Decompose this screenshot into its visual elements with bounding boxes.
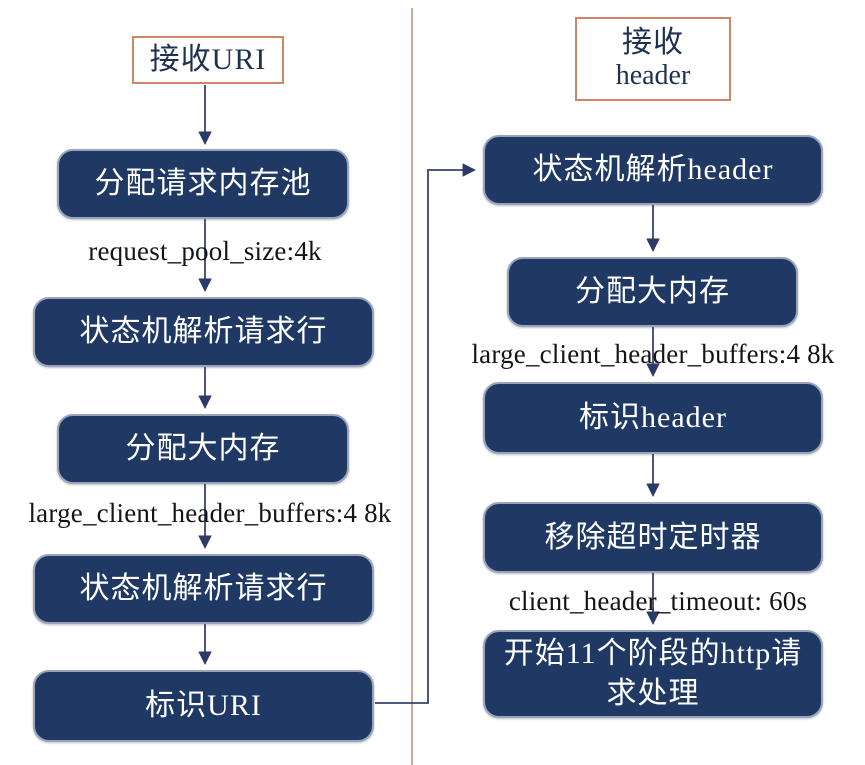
node-parse-header: 状态机解析header <box>483 135 823 205</box>
node-start-11-phases: 开始11个阶段的http请求处理 <box>483 630 823 718</box>
node-label: 开始11个阶段的http请求处理 <box>503 637 803 710</box>
node-label: 分配大内存 <box>575 275 730 309</box>
node-mark-header: 标识header <box>483 382 823 454</box>
node-alloc-large-memory-right: 分配大内存 <box>507 257 798 327</box>
annotation-request-pool-size: request_pool_size:4k <box>88 236 322 266</box>
annotation-client-header-timeout: client_header_timeout: 60s <box>508 586 808 616</box>
terminal-receive-header-line2: header <box>615 60 691 92</box>
node-remove-timeout-timer: 移除超时定时器 <box>483 502 823 573</box>
terminal-receive-header: 接收 header <box>575 17 731 101</box>
node-label: 标识header <box>579 401 727 435</box>
terminal-receive-uri: 接收URI <box>132 36 284 84</box>
node-label: 分配请求内存池 <box>94 167 312 201</box>
terminal-receive-header-line1: 接收 <box>622 25 684 59</box>
node-parse-request-line-2: 状态机解析请求行 <box>33 554 374 624</box>
node-parse-request-line-1: 状态机解析请求行 <box>33 297 374 367</box>
node-label: 移除超时定时器 <box>544 520 762 554</box>
column-divider <box>411 8 413 765</box>
node-label: 状态机解析请求行 <box>79 315 328 349</box>
annotation-large-client-header-buffers-right: large_client_header_buffers:4 8k <box>471 339 835 369</box>
node-label: 状态机解析header <box>532 153 774 187</box>
node-alloc-large-memory-left: 分配大内存 <box>57 414 349 484</box>
node-label: 分配大内存 <box>125 432 281 466</box>
node-alloc-request-pool: 分配请求内存池 <box>57 149 349 219</box>
node-mark-uri: 标识URI <box>33 670 374 742</box>
terminal-receive-uri-label: 接收URI <box>149 42 267 76</box>
node-label: 状态机解析请求行 <box>79 572 328 606</box>
node-label: 标识URI <box>145 689 262 723</box>
annotation-large-client-header-buffers-left: large_client_header_buffers:4 8k <box>28 498 392 528</box>
